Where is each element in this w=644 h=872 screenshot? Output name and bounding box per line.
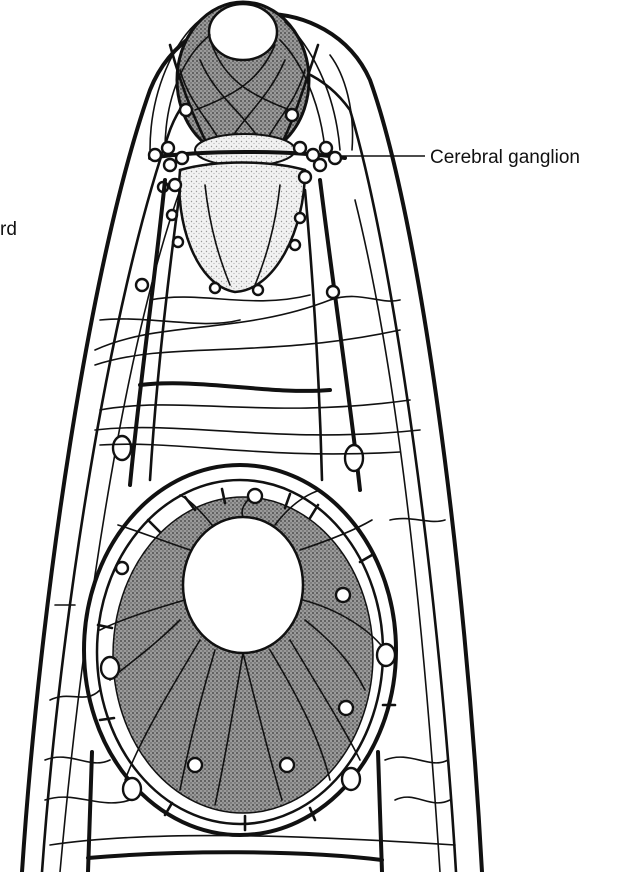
- ganglion-ring: [84, 465, 396, 835]
- left-cut-label: rd: [0, 219, 17, 240]
- cerebral-ganglion-label: Cerebral ganglion: [430, 147, 580, 168]
- pharynx-bulb: [158, 163, 311, 296]
- oral-opening: [209, 4, 277, 60]
- lumen: [183, 517, 303, 653]
